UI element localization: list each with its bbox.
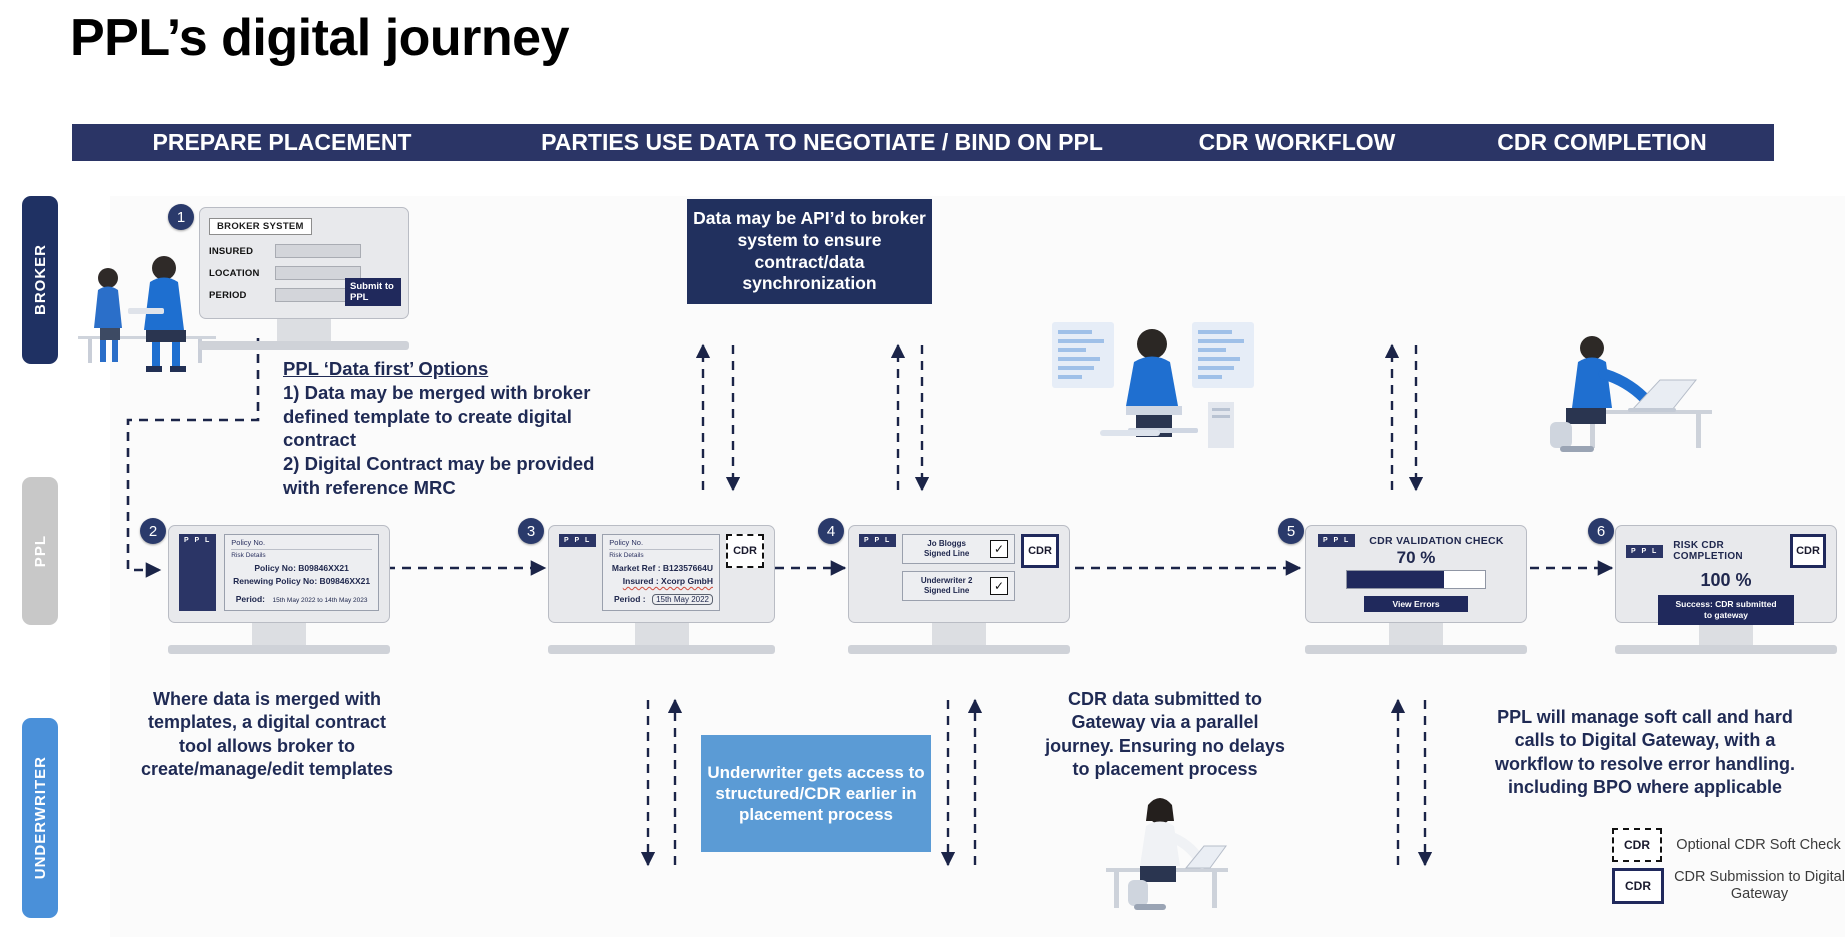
renewing-policy-no-line: Renewing Policy No: B09846XX21 [233,576,371,586]
step-badge-5: 5 [1278,518,1304,544]
lane-label-underwriter: UNDERWRITER [22,718,58,918]
caption-merge-templates: Where data is merged with templates, a d… [140,689,394,780]
step-badge-1: 1 [168,204,194,230]
illustration-underwriter-laptop-desk [1550,336,1712,452]
legend-text-cdr-submission: CDR Submission to Digital Gateway [1674,869,1845,902]
cdr-validation-progress-fill [1347,571,1444,588]
step-3-ppl-monitor: P P L Policy No. Risk Details Market Ref… [548,525,775,654]
step-1-broker-system-monitor: BROKER SYSTEM INSURED LOCATION PERIOD Su… [199,207,409,350]
success-status-line-1: Success: CDR submitted [1675,599,1777,609]
step-badge-6: 6 [1588,518,1614,544]
field-input-insured[interactable] [275,244,361,258]
monitor-neck [634,623,689,645]
panel-header-policy-no: Policy No. [231,538,372,550]
lane-label-broker-text: BROKER [31,244,49,316]
legend-row-optional-soft-check: CDR Optional CDR Soft Check [1612,828,1845,862]
caption-cdr-parallel-journey: CDR data submitted to Gateway via a para… [1045,689,1285,780]
cdr-validation-heading: CDR VALIDATION CHECK [1369,534,1504,547]
legend-text-optional-soft-check: Optional CDR Soft Check [1676,836,1841,853]
legend-cdr-solid-icon: CDR [1612,868,1664,904]
success-status-line-2: to gateway [1704,610,1748,621]
stage-label-prepare-placement: PREPARE PLACEMENT [152,129,412,155]
market-ref-line: Market Ref : B12357664U [611,563,713,573]
period-label: Period : [613,594,646,604]
ppl-logo-badge: P P L [1626,544,1664,558]
period-value-highlighted: 15th May 2022 [652,594,713,605]
risk-cdr-completion-percent: 100 % [1700,570,1752,590]
monitor-base [199,341,409,350]
submit-to-ppl-button[interactable]: Submit to PPL [345,278,401,306]
monitor-neck [252,623,306,645]
signed-line-label-1: Signed Line [923,549,970,558]
ppl-logo-badge: P P L [859,534,897,547]
lane-label-ppl-text: PPL [31,534,49,568]
note-data-first-body: 1) Data may be merged with broker define… [283,382,595,498]
monitor-neck [932,623,986,645]
ppl-logo-badge: P P L [179,534,217,611]
cdr-submission-tag: CDR [1790,534,1826,568]
field-label-location: LOCATION [209,267,260,279]
monitor-neck [277,319,331,341]
panel-header-policy-no: Policy No. [609,538,713,550]
lane-label-broker: BROKER [22,196,58,364]
monitor-base [848,645,1070,654]
field-label-insured: INSURED [209,245,254,257]
legend-row-cdr-submission: CDR CDR Submission to Digital Gateway [1612,868,1845,904]
step-4-ppl-monitor: P P L Jo Bloggs Signed Line ✓ Underwrite… [848,525,1070,654]
signed-line-checkbox-2[interactable]: ✓ [990,577,1008,595]
legend: CDR Optional CDR Soft Check CDR CDR Subm… [1612,828,1845,910]
panel-header-risk-details: Risk Details [231,552,266,559]
risk-cdr-completion-heading: RISK CDR COMPLETION [1673,540,1743,562]
cdr-validation-progress-bar [1346,570,1486,589]
lane-label-ppl: PPL [22,477,58,625]
signed-line-name-1: Jo Bloggs [927,539,966,548]
ppl-logo-badge: P P L [1318,534,1356,547]
step-badge-4: 4 [818,518,844,544]
panel-header-risk-details: Risk Details [609,552,644,559]
signed-line-checkbox-1[interactable]: ✓ [990,540,1008,558]
stage-label-cdr-completion: CDR COMPLETION [1497,129,1707,155]
callout-api-sync: Data may be API’d to broker system to en… [687,199,932,304]
monitor-base [1305,645,1527,654]
stage-label-cdr-workflow: CDR WORKFLOW [1198,129,1396,155]
period-label: Period: [235,594,266,604]
stage-header-bar: PREPARE PLACEMENT PARTIES USE DATA TO NE… [72,124,1774,161]
period-value: 15th May 2022 to 14th May 2023 [272,597,368,604]
cdr-validation-percent: 70 % [1396,548,1436,567]
step-5-cdr-validation-monitor: P P L CDR VALIDATION CHECK 70 % View Err… [1305,525,1527,654]
cdr-submission-tag: CDR [1021,534,1059,568]
page-title: PPL’s digital journey [70,9,570,67]
cdr-soft-check-tag: CDR [726,534,764,568]
insured-line: Insured : Xcorp GmbH [622,576,713,586]
step-badge-2: 2 [140,518,166,544]
legend-cdr-dashed-icon: CDR [1612,828,1662,862]
illustration-person-at-desk [1106,798,1228,910]
step-6-risk-cdr-completion-monitor: P P L RISK CDR COMPLETION CDR 100 % Succ… [1615,525,1837,654]
callout-underwriter-access: Underwriter gets access to structured/CD… [701,735,931,852]
policy-no-line: Policy No: B09846XX21 [254,563,349,573]
monitor-neck [1699,623,1753,645]
lane-label-underwriter-text: UNDERWRITER [31,756,49,880]
monitor-neck [1389,623,1443,645]
step-2-ppl-monitor: P P L Policy No. Risk Details Policy No:… [168,525,390,654]
illustration-underwriter-dual-monitors [1052,322,1254,448]
signed-line-label-2: Signed Line [923,586,970,595]
note-data-first-title: PPL ‘Data first’ Options [283,358,489,379]
ppl-logo-badge: P P L [559,534,597,547]
field-input-location[interactable] [275,266,361,280]
signed-line-name-2: Underwriter 2 [920,576,973,585]
field-label-period: PERIOD [209,289,247,301]
caption-soft-hard-calls: PPL will manage soft call and hard calls… [1494,707,1796,798]
monitor-base [548,645,775,654]
broker-system-window-title: BROKER SYSTEM [209,218,312,235]
step-badge-3: 3 [518,518,544,544]
monitor-base [168,645,390,654]
stage-label-parties-negotiate: PARTIES USE DATA TO NEGOTIATE / BIND ON … [541,129,1103,155]
note-data-first-options: PPL ‘Data first’ Options 1) Data may be … [283,357,623,499]
view-errors-button[interactable]: View Errors [1364,596,1468,612]
monitor-base [1615,645,1837,654]
